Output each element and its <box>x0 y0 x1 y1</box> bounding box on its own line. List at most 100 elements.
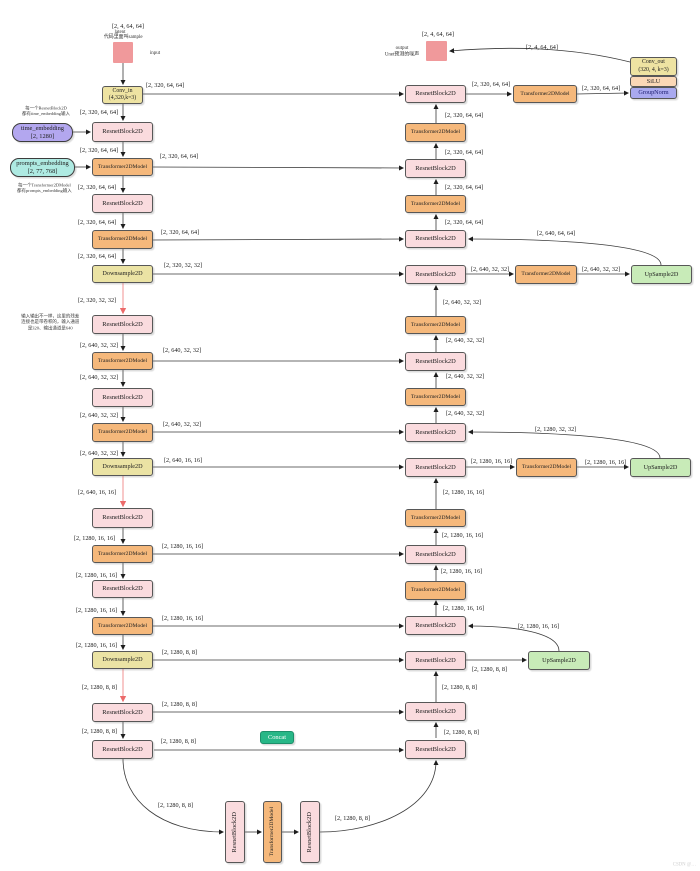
tensor-shape-label-11: [2, 320, 64, 64] <box>78 219 117 226</box>
node-prompts-embedding-label: prompts_embedding[2, 77, 768] <box>16 159 69 175</box>
node-downsample-1-label: Downsample2D <box>102 270 143 278</box>
node-down-trans-6: Transformer2DModel <box>92 617 153 635</box>
node-concat-label: Concat <box>267 733 287 741</box>
node-up-trans-out-2: Transformer2DModel <box>515 265 577 284</box>
edge-48 <box>448 47 631 63</box>
node-up-trans-6-label: Transformer2DModel <box>410 587 461 593</box>
node-mid-trans-label: Transformer2DModel <box>269 807 275 857</box>
node-up-trans-3-label: Transformer2DModel <box>410 321 461 328</box>
node-up-trans-out-1: Transformer2DModel <box>513 85 577 103</box>
tensor-shape-label-14: [2, 320, 32, 32] <box>164 262 203 269</box>
node-up-res-1: ResnetBlock2D <box>405 85 466 103</box>
node-down-res-5-label: ResnetBlock2D <box>102 514 143 521</box>
node-down-trans-4-label: Transformer2DModel <box>97 429 148 435</box>
tensor-shape-label-38: [2, 1280, 8, 8] <box>444 729 480 736</box>
tensor-shape-label-17: [2, 640, 32, 32] <box>80 342 119 349</box>
node-down-res-3-label: ResnetBlock2D <box>102 320 143 328</box>
tensor-shape-label-15: [2, 320, 32, 32] <box>78 297 117 304</box>
edge-50 <box>152 165 405 171</box>
edge-51 <box>152 236 405 242</box>
tensor-shape-label-43: [2, 1280, 16, 16] <box>441 568 483 575</box>
node-down-res-1-label: ResnetBlock2D <box>102 128 143 135</box>
node-up-res-4: ResnetBlock2D <box>405 265 466 284</box>
tensor-shape-label-59: [2, 320, 64, 64] <box>445 112 484 119</box>
annotation-3: input <box>149 50 161 56</box>
node-up-trans-5: Transformer2DModel <box>405 509 466 527</box>
node-up-trans-4: Transformer2DModel <box>405 388 466 406</box>
tensor-shape-label-31: [2, 1280, 8, 8] <box>162 649 198 656</box>
node-mid-trans: Transformer2DModel <box>263 801 282 863</box>
node-downsample-3-label: Downsample2D <box>102 656 143 664</box>
tensor-shape-label-57: [2, 320, 64, 64] <box>445 184 484 191</box>
node-down-trans-2: Transformer2DModel <box>92 230 153 249</box>
node-time-embedding: time_embedding[2, 1280] <box>12 123 73 142</box>
tensor-shape-label-61: [2, 320, 64, 64] <box>582 85 621 92</box>
tensor-shape-label-12: [2, 320, 64, 64] <box>161 229 200 236</box>
node-up-res-5: ResnetBlock2D <box>405 352 466 371</box>
node-up-trans-4-label: Transformer2DModel <box>410 393 461 400</box>
tensor-shape-label-48: [2, 1280, 32, 32] <box>535 426 577 433</box>
tensor-shape-label-27: [2, 1280, 16, 16] <box>76 572 118 579</box>
node-down-trans-3-label: Transformer2DModel <box>97 357 148 364</box>
node-up-trans-1: Transformer2DModel <box>405 123 466 142</box>
node-input-square <box>113 42 133 63</box>
node-up-res-1-label: ResnetBlock2D <box>415 90 456 97</box>
node-down-trans-3: Transformer2DModel <box>92 352 153 370</box>
node-output-square <box>426 41 447 61</box>
edge-41 <box>467 236 662 266</box>
node-up-res-3-label: ResnetBlock2D <box>415 235 456 242</box>
tensor-shape-label-7: [2, 320, 64, 64] <box>80 147 119 154</box>
node-conv-out-label: Conv_out(320, 4, k=3) <box>638 59 669 73</box>
node-up-res-9-label: ResnetBlock2D <box>415 621 456 629</box>
node-up-res-11-label: ResnetBlock2D <box>415 707 456 715</box>
node-down-res-8: ResnetBlock2D <box>92 740 153 759</box>
node-up-res-11: ResnetBlock2D <box>405 702 466 721</box>
tensor-shape-label-24: [2, 640, 16, 16] <box>78 489 117 496</box>
node-down-trans-5: Transformer2DModel <box>92 545 153 563</box>
node-upsample-3-label: UpSample2D <box>542 656 576 664</box>
node-up-res-3: ResnetBlock2D <box>405 230 466 248</box>
node-mid-res-1-label: ResnetBlock2D <box>231 811 238 853</box>
node-up-res-5-label: ResnetBlock2D <box>415 357 456 365</box>
node-up-res-4-label: ResnetBlock2D <box>415 270 456 278</box>
tensor-shape-label-34: [2, 1280, 8, 8] <box>82 728 118 735</box>
node-up-res-8-label: ResnetBlock2D <box>415 550 456 558</box>
tensor-shape-label-36: [2, 1280, 8, 8] <box>158 802 194 809</box>
tensor-shape-label-47: [2, 1280, 16, 16] <box>585 459 627 466</box>
node-up-res-2: ResnetBlock2D <box>405 159 466 178</box>
node-up-trans-2: Transformer2DModel <box>405 195 466 213</box>
annotation-2: 代码里面叫sample <box>103 34 143 40</box>
node-up-trans-out-1-label: Transformer2DModel <box>520 90 570 97</box>
node-down-trans-6-label: Transformer2DModel <box>97 622 148 629</box>
tensor-shape-label-60: [2, 320, 64, 64] <box>472 81 511 88</box>
tensor-shape-label-62: [2, 4, 64, 64] <box>422 31 454 38</box>
node-down-res-4-label: ResnetBlock2D <box>102 393 143 401</box>
tensor-shape-label-40: [2, 1280, 8, 8] <box>472 666 508 673</box>
edge-23 <box>319 759 439 833</box>
tensor-shape-label-26: [2, 1280, 16, 16] <box>162 543 204 550</box>
tensor-shape-label-10: [2, 320, 64, 64] <box>78 184 117 191</box>
tensor-shape-label-23: [2, 640, 16, 16] <box>164 457 203 464</box>
node-conv-out: Conv_out(320, 4, k=3) <box>630 57 677 76</box>
tensor-shape-label-22: [2, 640, 32, 32] <box>80 450 119 457</box>
node-up-res-6-label: ResnetBlock2D <box>415 428 456 436</box>
node-up-trans-out-2-label: Transformer2DModel <box>521 271 571 277</box>
node-silu-label: SiLU <box>646 77 661 85</box>
node-silu: SiLU <box>630 76 677 87</box>
tensor-shape-label-21: [2, 640, 32, 32] <box>163 421 202 428</box>
node-up-res-7: ResnetBlock2D <box>405 458 466 477</box>
node-concat: Concat <box>260 731 294 744</box>
tensor-shape-label-53: [2, 640, 32, 32] <box>471 266 510 273</box>
annotation-16: 输入输出不一样，这里的残差连接也是带卷积的，输入通道是320、输出通道是640 <box>21 314 80 331</box>
node-down-res-2: ResnetBlock2D <box>92 194 153 213</box>
tensor-shape-label-49: [2, 640, 32, 32] <box>446 410 485 417</box>
node-mid-res-2: ResnetBlock2D <box>300 801 320 863</box>
tensor-shape-label-35: [2, 1280, 8, 8] <box>161 738 197 745</box>
node-downsample-1: Downsample2D <box>92 265 153 283</box>
tensor-shape-label-32: [2, 1280, 8, 8] <box>82 684 118 691</box>
csdn-watermark: CSDN @… <box>672 862 696 868</box>
